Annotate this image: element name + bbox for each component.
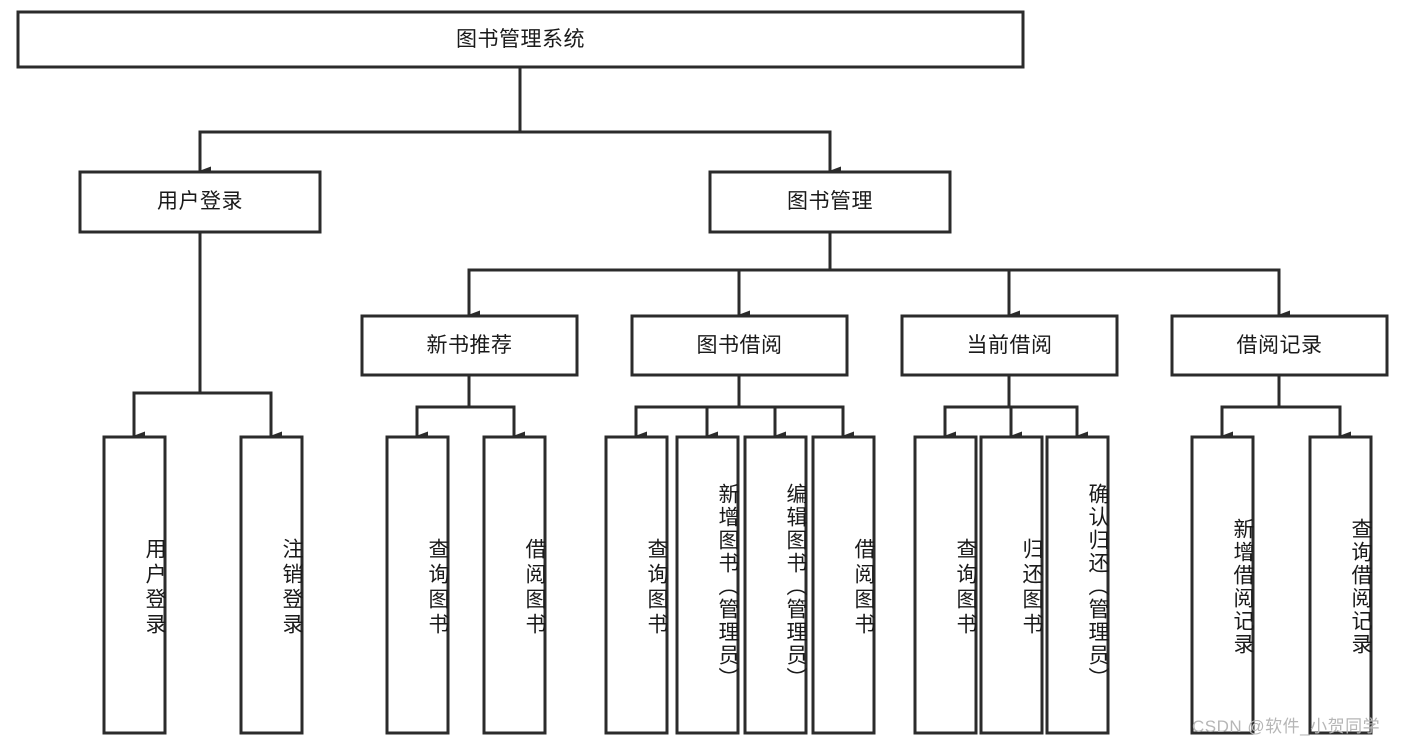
node-recommend-query-book-box[interactable] bbox=[385, 435, 450, 735]
node-user-login-box[interactable] bbox=[78, 170, 322, 234]
node-current-return-book-box[interactable] bbox=[979, 435, 1044, 735]
node-record-add-borrow-record-box[interactable] bbox=[1190, 435, 1255, 735]
node-book-management-box[interactable] bbox=[708, 170, 952, 234]
node-borrow-record-box[interactable] bbox=[1170, 314, 1389, 377]
node-user-login-query-box[interactable] bbox=[102, 435, 167, 735]
node-box-layer bbox=[16, 10, 1389, 735]
node-new-book-recommend-box[interactable] bbox=[360, 314, 579, 377]
node-record-query-borrow-record-box[interactable] bbox=[1308, 435, 1373, 735]
node-current-query-book-box[interactable] bbox=[913, 435, 978, 735]
node-current-confirm-return-admin-box[interactable] bbox=[1045, 435, 1110, 735]
node-root-box[interactable] bbox=[16, 10, 1025, 69]
node-borrow-query-book-box[interactable] bbox=[604, 435, 669, 735]
node-user-logout-box[interactable] bbox=[239, 435, 304, 735]
node-borrow-borrow-book-box[interactable] bbox=[811, 435, 876, 735]
node-borrow-edit-book-admin-box[interactable] bbox=[743, 435, 808, 735]
connector-layer bbox=[132, 65, 1351, 441]
node-borrow-add-book-admin-box[interactable] bbox=[675, 435, 740, 735]
node-book-borrow-box[interactable] bbox=[630, 314, 849, 377]
node-recommend-borrow-book-box[interactable] bbox=[482, 435, 547, 735]
node-current-borrow-box[interactable] bbox=[900, 314, 1119, 377]
